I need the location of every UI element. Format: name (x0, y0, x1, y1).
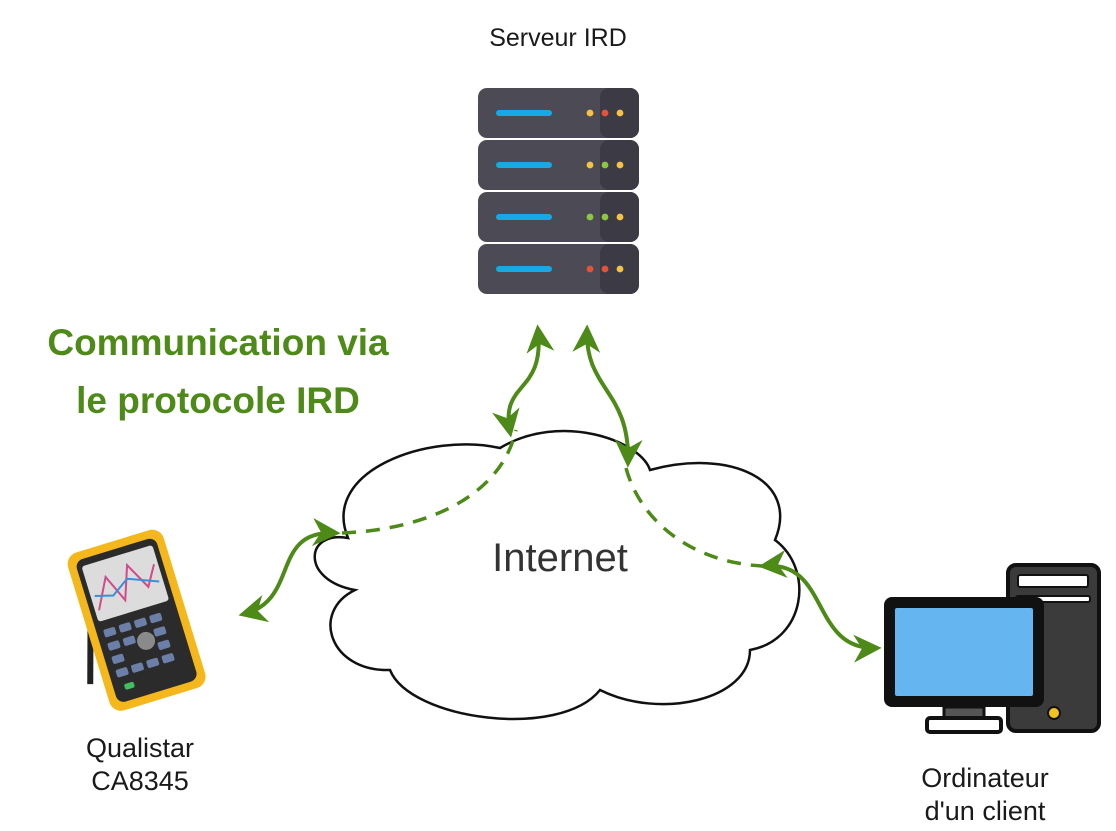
device-label: Qualistar CA8345 (30, 732, 250, 798)
server-unit-1 (478, 88, 639, 138)
server-uplink-arrow-right (572, 324, 643, 468)
protocol-note-line-1: Communication via (47, 322, 389, 363)
client-label-line-2: d'un client (924, 796, 1046, 826)
client-link-arrow (758, 550, 882, 663)
server-unit-4 (478, 244, 639, 294)
desktop-computer-icon (884, 563, 1101, 734)
device-label-line-1: Qualistar (85, 733, 195, 763)
internet-label: Internet (492, 536, 628, 580)
power-analyzer-icon (67, 529, 206, 711)
protocol-note: Communication via le protocole IRD (18, 314, 418, 430)
server-unit-3 (478, 192, 639, 242)
device-label-line-2: CA8345 (91, 766, 189, 796)
protocol-note-line-2: le protocole IRD (76, 380, 360, 421)
internet-route-device-to-server (341, 429, 518, 535)
device-link-arrow (238, 518, 341, 623)
client-label: Ordinateur d'un client (860, 762, 1110, 828)
internet-route-server-to-client (624, 467, 763, 568)
server-icon (478, 88, 639, 294)
client-label-line-1: Ordinateur (921, 763, 1049, 793)
server-label: Serveur IRD (489, 24, 627, 52)
server-uplink-arrow-left (492, 324, 555, 438)
server-unit-2 (478, 140, 639, 190)
